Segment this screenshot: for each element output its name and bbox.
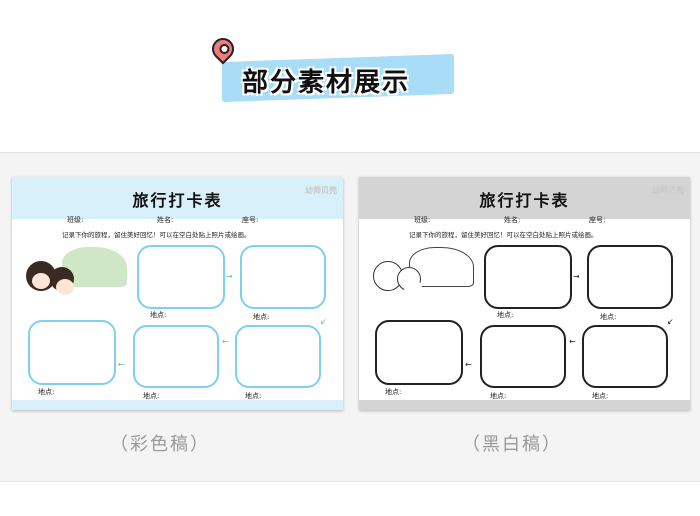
- photo-box: [137, 245, 225, 309]
- class-label: 班级:: [67, 216, 84, 224]
- worksheet-title: 旅行打卡表: [132, 191, 223, 210]
- name-label: 姓名:: [504, 216, 521, 224]
- color-caption: （彩色稿）: [110, 434, 210, 455]
- place-label: 地点:: [490, 392, 507, 400]
- place-label: 地点:: [385, 388, 402, 396]
- place-label: 地点:: [497, 311, 514, 319]
- place-label: 地点:: [592, 392, 609, 400]
- bw-caption: （黑白稿）: [462, 434, 562, 455]
- location-pin-icon: [207, 33, 239, 65]
- watermark-logo: 幼师贝壳: [652, 186, 684, 195]
- seat-label: 座号:: [589, 216, 606, 224]
- photo-box: [484, 245, 572, 309]
- place-label: 地点:: [143, 392, 160, 400]
- kids-illustration: [22, 247, 127, 307]
- instruction: 记录下你的旅程，留住美好回忆！可以在空白处贴上照片或绘画。: [409, 231, 598, 239]
- color-worksheet-preview: 幼师贝壳 旅行打卡表 班级: 姓名: 座号: 记录下你的旅程，留住美好回忆！可以…: [12, 177, 343, 410]
- instruction: 记录下你的旅程，留住美好回忆！可以在空白处贴上照片或绘画。: [62, 231, 251, 239]
- photo-box: [235, 325, 321, 388]
- class-label: 班级:: [414, 216, 431, 224]
- place-label: 地点:: [150, 311, 167, 319]
- kids-illustration: [369, 247, 474, 307]
- bw-worksheet-preview: 幼师贝壳 旅行打卡表 班级: 姓名: 座号: 记录下你的旅程，留住美好回忆！可以…: [359, 177, 690, 410]
- section-title: 部分素材展示: [242, 68, 411, 98]
- photo-box: [133, 325, 219, 388]
- worksheet-title: 旅行打卡表: [479, 191, 570, 210]
- seat-label: 座号:: [242, 216, 259, 224]
- photo-box: [587, 245, 673, 309]
- photo-box: [240, 245, 326, 309]
- photo-box: [375, 320, 463, 385]
- photo-box: [582, 325, 668, 388]
- watermark-logo: 幼师贝壳: [305, 186, 337, 195]
- place-label: 地点:: [253, 313, 270, 321]
- place-label: 地点:: [600, 313, 617, 321]
- photo-box: [28, 320, 116, 385]
- place-label: 地点:: [38, 388, 55, 396]
- place-label: 地点:: [245, 392, 262, 400]
- name-label: 姓名:: [157, 216, 174, 224]
- photo-box: [480, 325, 566, 388]
